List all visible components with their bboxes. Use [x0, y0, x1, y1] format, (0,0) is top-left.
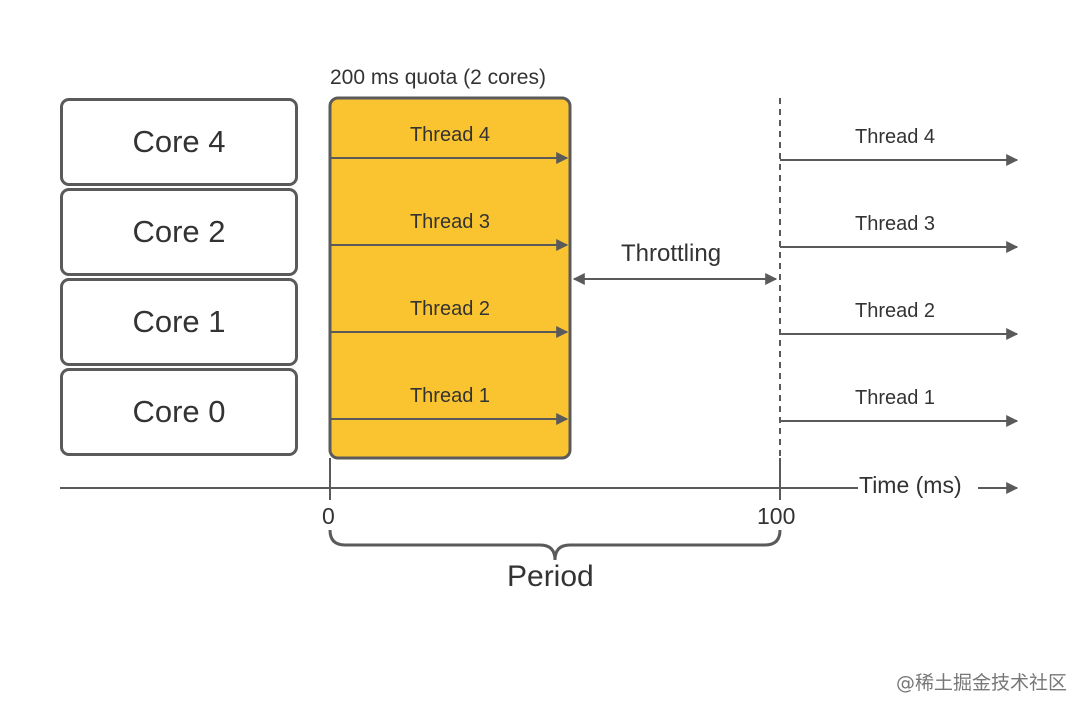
next-thread-label: Thread 4 [855, 126, 936, 148]
next-thread-label: Thread 3 [855, 213, 936, 235]
watermark: @稀土掘金技术社区 [896, 672, 1068, 694]
core-label: Core 1 [132, 304, 226, 339]
quota-thread-label: Thread 1 [409, 385, 491, 407]
core-label: Core 2 [132, 214, 226, 249]
next-thread-label: Thread 1 [855, 387, 936, 409]
quota-label: 200 ms quota (2 cores) [330, 66, 546, 89]
time-tick-start: 0 [322, 503, 335, 529]
core-box: Core 0 [60, 368, 298, 456]
quota-thread-label: Thread 4 [409, 124, 491, 146]
core-label: Core 0 [132, 394, 226, 429]
core-label: Core 4 [132, 124, 226, 159]
next-thread-label: Thread 2 [855, 300, 936, 322]
quota-thread-label: Thread 2 [409, 298, 491, 320]
throttling-label: Throttling [621, 240, 722, 267]
period-label: Period [507, 560, 594, 593]
core-box: Core 1 [60, 278, 298, 366]
time-tick-end: 100 [757, 503, 796, 529]
quota-thread-label: Thread 3 [409, 211, 491, 233]
core-box: Core 4 [60, 98, 298, 186]
quota-block [328, 96, 572, 460]
time-axis-label: Time (ms) [859, 472, 962, 498]
core-box: Core 2 [60, 188, 298, 276]
period-brace [328, 529, 782, 561]
